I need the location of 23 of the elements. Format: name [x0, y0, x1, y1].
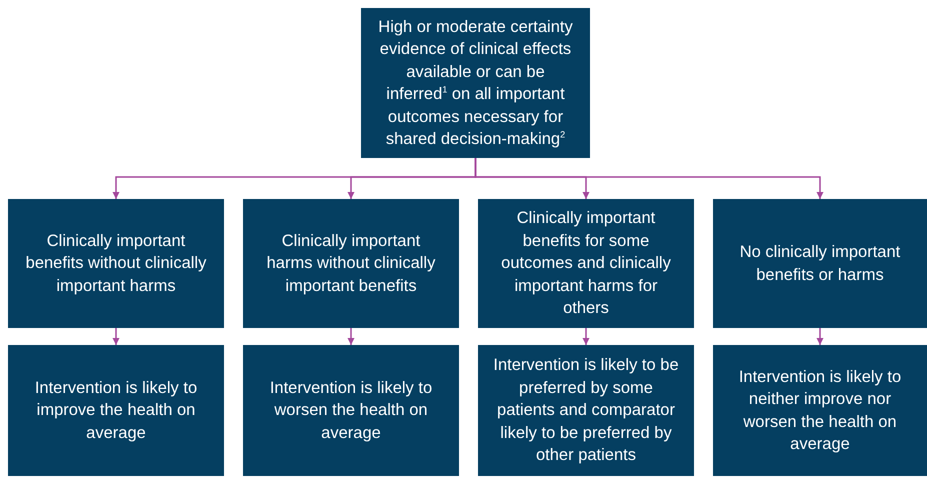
- process-box: [478, 199, 694, 328]
- process-box: [361, 8, 590, 158]
- arrow: [816, 328, 824, 345]
- process-box: [243, 345, 459, 476]
- box-text: Clinically important benefits for some outcomes and clinically important harms for others: [500, 208, 672, 320]
- box-text: Intervention is likely to worsen the health on average: [268, 378, 434, 444]
- process-box: [8, 199, 224, 328]
- arrow: [582, 328, 590, 345]
- process-box: [713, 345, 927, 476]
- process-box: [478, 345, 694, 476]
- process-box: [243, 199, 459, 328]
- box-text: High or moderate certainty evidence of clinical effects available or can be inferred$^{1}$ on all important outcomes necessary for shared decision-making$^{2}$: [377, 16, 574, 150]
- box-text: Intervention is likely to improve the health on average: [34, 378, 198, 444]
- box-text: No clinically important benefits or harms: [738, 242, 902, 286]
- process-box: [713, 199, 927, 328]
- process-box: [8, 345, 224, 476]
- box-text: Clinically important harms without clinically important benefits: [266, 230, 436, 297]
- arrow: [474, 158, 824, 199]
- box-text: Intervention is likely to neither improve nor worsen the health on average: [738, 366, 902, 455]
- box-text: Clinically important benefits without clinically important harms: [24, 230, 208, 297]
- arrow: [348, 328, 354, 345]
- arrow: [112, 328, 120, 345]
- box-text: Intervention is likely to be preferred by some patients and comparator likely to be preferred by other patients: [492, 355, 680, 466]
